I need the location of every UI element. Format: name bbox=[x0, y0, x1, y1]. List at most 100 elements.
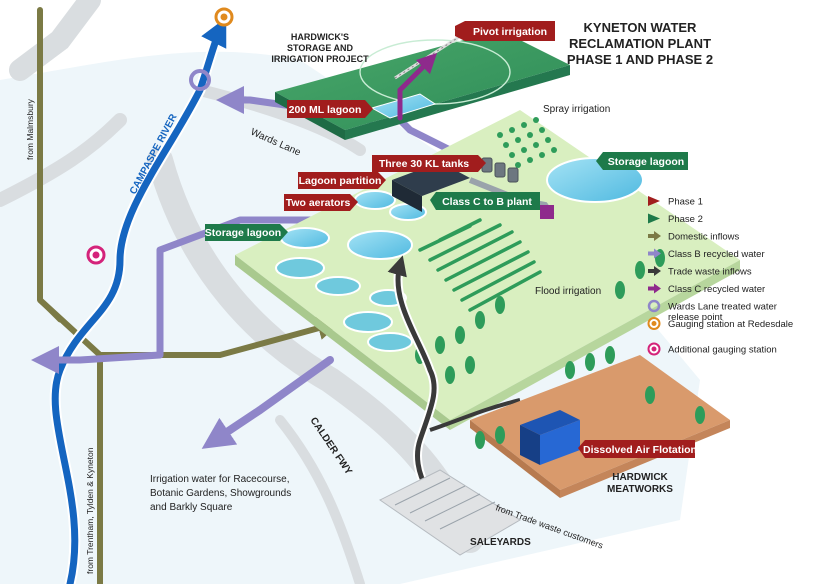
lagoon-200ml-label: 200 ML lagoon bbox=[289, 104, 362, 116]
daf-building-wall bbox=[520, 425, 540, 465]
legend-label: Gauging station at Redesdale bbox=[668, 319, 793, 330]
irrigation-water-line-2: Botanic Gardens, Showgrounds bbox=[150, 488, 291, 499]
legend-symbol bbox=[648, 266, 661, 276]
legend-symbol bbox=[648, 213, 660, 224]
three-tanks bbox=[481, 157, 519, 183]
callout-storage-left: Storage lagoon bbox=[205, 224, 288, 241]
legend-label: Class C recycled water bbox=[668, 284, 765, 295]
from-trentham-label: from Trentham, Tylden & Kyneton bbox=[85, 447, 95, 574]
legend-item: Domestic inflows bbox=[648, 231, 740, 243]
legend-symbol bbox=[647, 317, 661, 330]
clarifier-5 bbox=[367, 332, 413, 352]
project-title-2: STORAGE AND bbox=[287, 43, 354, 53]
legend-item: Trade waste inflows bbox=[648, 266, 752, 278]
daf-building-roof bbox=[520, 410, 580, 435]
project-title-1: HARDWICK'S bbox=[291, 32, 349, 42]
clarifiers bbox=[275, 257, 413, 352]
title-line-2: RECLAMATION PLANT bbox=[569, 36, 711, 51]
road-south bbox=[275, 415, 365, 584]
saleyards-label: SALEYARDS bbox=[470, 537, 531, 548]
markers bbox=[86, 7, 234, 265]
meatworks-label-1: HARDWICK bbox=[612, 472, 668, 483]
legend-symbol bbox=[647, 342, 661, 356]
class-b-irrigation bbox=[201, 356, 334, 449]
spray-irrigation-label: Spray irrigation bbox=[543, 104, 610, 115]
daf-building-front bbox=[540, 420, 580, 465]
two-aerators-label: Two aerators bbox=[286, 197, 351, 209]
callout-pivot: Pivot irrigation bbox=[455, 21, 555, 41]
trade-waste-meatworks bbox=[429, 398, 521, 432]
project-title-3: IRRIGATION PROJECT bbox=[271, 54, 369, 64]
legend-label: Additional gauging station bbox=[668, 345, 777, 356]
redesdale-gauging-station-dot bbox=[220, 13, 228, 21]
callout-two-aerators: Two aerators bbox=[284, 194, 358, 211]
title-line-3: PHASE 1 AND PHASE 2 bbox=[567, 52, 713, 67]
legend-label: Class B recycled water bbox=[668, 249, 765, 260]
partition-lagoon bbox=[354, 190, 396, 210]
legend-item: Phase 2 bbox=[648, 213, 703, 225]
plant-site-front bbox=[450, 260, 740, 430]
legend-symbol bbox=[648, 196, 660, 206]
class-c-to-b-wall bbox=[392, 180, 422, 212]
meatworks-side bbox=[470, 420, 560, 498]
legend-item: Gauging station at Redesdale bbox=[647, 317, 793, 330]
title-line-1: KYNETON WATER bbox=[584, 20, 698, 35]
aerated-lagoon bbox=[347, 230, 413, 260]
callout-three-tanks: Three 30 KL tanks bbox=[372, 155, 486, 172]
clarifier-1 bbox=[275, 257, 325, 279]
callout-lagoon-partition: Lagoon partition bbox=[298, 172, 386, 189]
legend-label: Phase 2 bbox=[668, 214, 703, 225]
legend-item: Additional gauging station bbox=[647, 342, 777, 356]
domestic-line-malmsbury bbox=[37, 7, 103, 584]
legend-item: Class C recycled water bbox=[648, 283, 765, 295]
additional-gauging-station-dot bbox=[92, 251, 100, 259]
callout-storage-right: Storage lagoon bbox=[596, 152, 688, 170]
saleyards bbox=[379, 469, 521, 556]
meatworks-label-2: MEATWORKS bbox=[607, 484, 673, 495]
flood-irrigation-label: Flood irrigation bbox=[535, 286, 601, 297]
legend-label: Wards Lane treated water bbox=[668, 302, 777, 313]
spray-irrigation-field bbox=[497, 117, 557, 168]
legend-label: Domestic inflows bbox=[668, 232, 740, 243]
legend-label: Phase 1 bbox=[668, 197, 703, 208]
meatworks-trees bbox=[475, 346, 705, 449]
saleyards-pens bbox=[394, 477, 496, 530]
callout-class-c-to-b: Class C to B plant bbox=[430, 192, 540, 210]
callout-200ml: 200 ML lagoon bbox=[287, 100, 373, 118]
lagoon-partition-label: Lagoon partition bbox=[299, 175, 382, 187]
domestic-branch bbox=[37, 297, 63, 323]
from-malmsbury-label: from Malmsbury bbox=[25, 98, 35, 160]
class-c-to-pivot bbox=[397, 52, 438, 121]
clarifier-2 bbox=[315, 276, 361, 296]
wards-lane-release-point bbox=[189, 69, 211, 91]
road-west bbox=[0, 113, 127, 207]
legend-symbol bbox=[647, 299, 661, 313]
legend-item: Phase 1 bbox=[648, 196, 703, 208]
saleyards-base bbox=[379, 469, 521, 556]
storage-lagoon-left-label: Storage lagoon bbox=[205, 227, 281, 239]
callout-dissolved-air: Dissolved Air Flotation bbox=[578, 440, 697, 458]
legend-symbol bbox=[648, 248, 661, 259]
road-north bbox=[9, 0, 101, 81]
legend-label-2: release point bbox=[668, 312, 723, 323]
dissolved-air-label: Dissolved Air Flotation bbox=[583, 444, 697, 456]
pivot-irrigation-label: Pivot irrigation bbox=[473, 26, 547, 38]
legend-item: Class B recycled water bbox=[648, 248, 765, 260]
legend-symbol bbox=[648, 231, 661, 241]
plant-site-side bbox=[235, 255, 450, 430]
flood-irrigation-field bbox=[418, 218, 542, 312]
pump-house bbox=[540, 205, 554, 219]
meatworks-site bbox=[470, 346, 730, 498]
storage-lagoon-left bbox=[280, 227, 330, 249]
storage-lagoon-right-label: Storage lagoon bbox=[608, 156, 684, 168]
three-tanks-label: Three 30 KL tanks bbox=[379, 158, 469, 170]
legend-label: Trade waste inflows bbox=[668, 267, 752, 278]
irrigation-water-line-1: Irrigation water for Racecourse, bbox=[150, 474, 290, 485]
legend-symbol bbox=[648, 283, 661, 294]
irrigation-water-line-3: and Barkly Square bbox=[150, 502, 233, 513]
title-block: KYNETON WATER RECLAMATION PLANT PHASE 1 … bbox=[567, 20, 713, 67]
